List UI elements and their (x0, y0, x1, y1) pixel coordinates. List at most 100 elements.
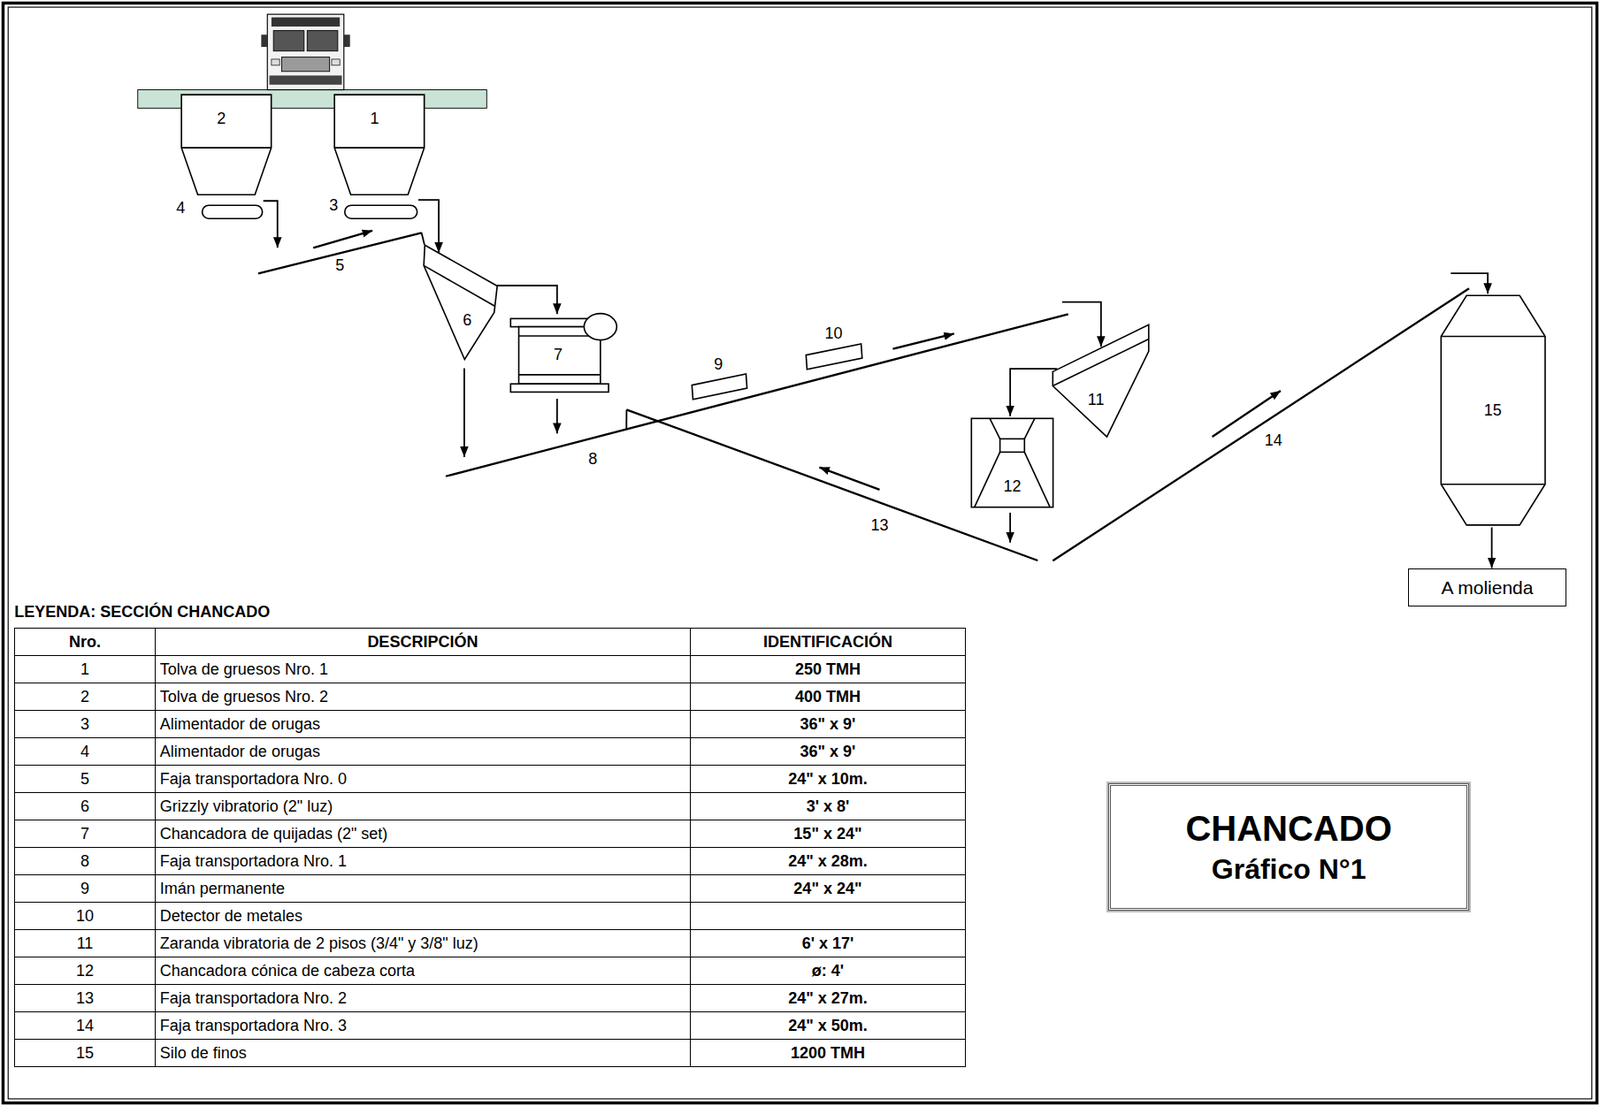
shape-stroke (181, 146, 272, 149)
truck-bumper (269, 75, 343, 85)
shape-outline (171, 197, 264, 223)
shape-stroke (423, 265, 496, 307)
table-row: 7Chancadora de quijadas (2" set)15" x 24… (15, 819, 966, 848)
flow-connector (1009, 512, 1011, 544)
item-size: 36" x 9' (689, 710, 965, 738)
flow-connector (463, 367, 466, 457)
table-row: 15Silo de finos1200 TMH (15, 1039, 966, 1067)
fines-bin: 15 (1439, 293, 1547, 528)
callout-number: 2 (216, 110, 226, 127)
truck-light (331, 59, 340, 66)
item-size: 24" x 24" (689, 874, 965, 903)
callout-number: 9 (713, 356, 723, 373)
flow-connector (421, 232, 425, 245)
shape-stroke (201, 205, 262, 219)
truck (260, 14, 350, 90)
vibrating-grizzly: 6 (422, 243, 498, 362)
item-description: Faja transportadora Nro. 0 (154, 765, 690, 793)
table-row: 2Tolva de gruesos Nro. 2400 TMH (15, 682, 966, 711)
shape-outline (624, 407, 1041, 566)
item-description: Alimentador de orugas (154, 710, 690, 738)
item-number: 7 (15, 819, 156, 848)
item-size: 36" x 9' (689, 737, 965, 766)
item-description: Faja transportadora Nro. 3 (154, 1011, 690, 1040)
item-size: 15" x 24" (689, 819, 965, 848)
shape-outline (326, 197, 419, 223)
shape-stroke (805, 344, 862, 370)
jaw-crusher: 7 (508, 309, 620, 395)
shape-outline (1050, 322, 1151, 440)
flow-arrow (313, 230, 373, 249)
truck-windshield (306, 30, 338, 52)
item-description: Zaranda vibratoria de 2 pisos (3/4" y 3/… (154, 929, 690, 957)
item-size: 250 TMH (689, 655, 965, 683)
table-row: 11Zaranda vibratoria de 2 pisos (3/4" y … (15, 929, 966, 957)
table-row: 4Alimentador de orugas36" x 9' (15, 737, 966, 766)
table-header: IDENTIFICACIÓN (689, 627, 965, 656)
item-number: 1 (15, 655, 156, 683)
truck-roof (271, 17, 340, 27)
title-box: CHANCADOGráfico N°1 (1108, 783, 1470, 912)
callout-number: 10 (825, 325, 843, 342)
item-number: 5 (15, 765, 156, 793)
shape-stroke (1053, 324, 1149, 437)
shape-stroke (971, 418, 1053, 507)
shape-stroke (334, 146, 425, 149)
table-row: 10Detector de metales (15, 902, 966, 930)
permanent-magnet: 9 (689, 354, 750, 402)
item-number: 13 (15, 984, 156, 1012)
shape-stroke (258, 232, 422, 274)
item-description: Tolva de gruesos Nro. 2 (154, 682, 690, 711)
flow-connector (1010, 368, 1057, 417)
table-row: 5Faja transportadora Nro. 024" x 10m. (15, 765, 966, 793)
cone-crusher: 12 (969, 416, 1056, 510)
item-description: Silo de finos (154, 1039, 690, 1067)
table-row: Nro.DESCRIPCIÓNIDENTIFICACIÓN (15, 627, 966, 656)
shape-stroke (423, 244, 498, 360)
item-number: 2 (15, 682, 156, 711)
item-description: Faja transportadora Nro. 2 (154, 984, 690, 1012)
flow-connector (1450, 273, 1488, 294)
table-row: 3Alimentador de orugas36" x 9' (15, 710, 966, 738)
shape-outline (508, 309, 620, 395)
truck-mirror (344, 34, 351, 47)
callout-number: 3 (329, 197, 338, 214)
shape-stroke (974, 451, 1001, 507)
item-number: 4 (15, 737, 156, 766)
shape-stroke (626, 410, 1038, 562)
flow-connector (1062, 302, 1102, 348)
callout-number: 8 (588, 451, 598, 467)
legend-heading-text: LEYENDA: SECCIÓN CHANCADO (14, 603, 270, 621)
shape-outline (969, 416, 1056, 510)
item-number: 12 (15, 956, 156, 985)
shape-stroke (344, 205, 418, 219)
item-number: 9 (15, 874, 156, 903)
frame-inner (7, 7, 1593, 1100)
item-description: Imán permanente (154, 874, 690, 903)
table-row: 13Faja transportadora Nro. 224" x 27m. (15, 984, 966, 1012)
table-header: DESCRIPCIÓN (154, 627, 690, 656)
callout-number: 6 (462, 312, 472, 329)
item-description: Chancadora cónica de cabeza corta (154, 956, 690, 985)
conveyor-belt: 5 (258, 230, 424, 276)
shape-stroke (1440, 296, 1546, 527)
shape-stroke (518, 374, 600, 376)
shape-stroke (1000, 438, 1026, 452)
shape-stroke (181, 94, 272, 195)
flow-connector (418, 199, 439, 253)
truck-light (271, 59, 280, 66)
coarse-ore-bin: 2 (180, 93, 273, 196)
item-description: Faja transportadora Nro. 1 (154, 847, 690, 875)
callout-number: 5 (335, 257, 345, 274)
flow-connector (497, 285, 558, 314)
shape-stroke (1024, 418, 1035, 439)
flow-arrow (1212, 390, 1281, 437)
item-number: 10 (15, 902, 156, 930)
destination-box: A molienda (1408, 568, 1567, 607)
table-row: 9Imán permanente24" x 24" (15, 874, 966, 903)
truck-windshield (273, 30, 305, 52)
shape-stroke (1440, 483, 1546, 486)
table-row: 14Faja transportadora Nro. 324" x 50m. (15, 1011, 966, 1040)
